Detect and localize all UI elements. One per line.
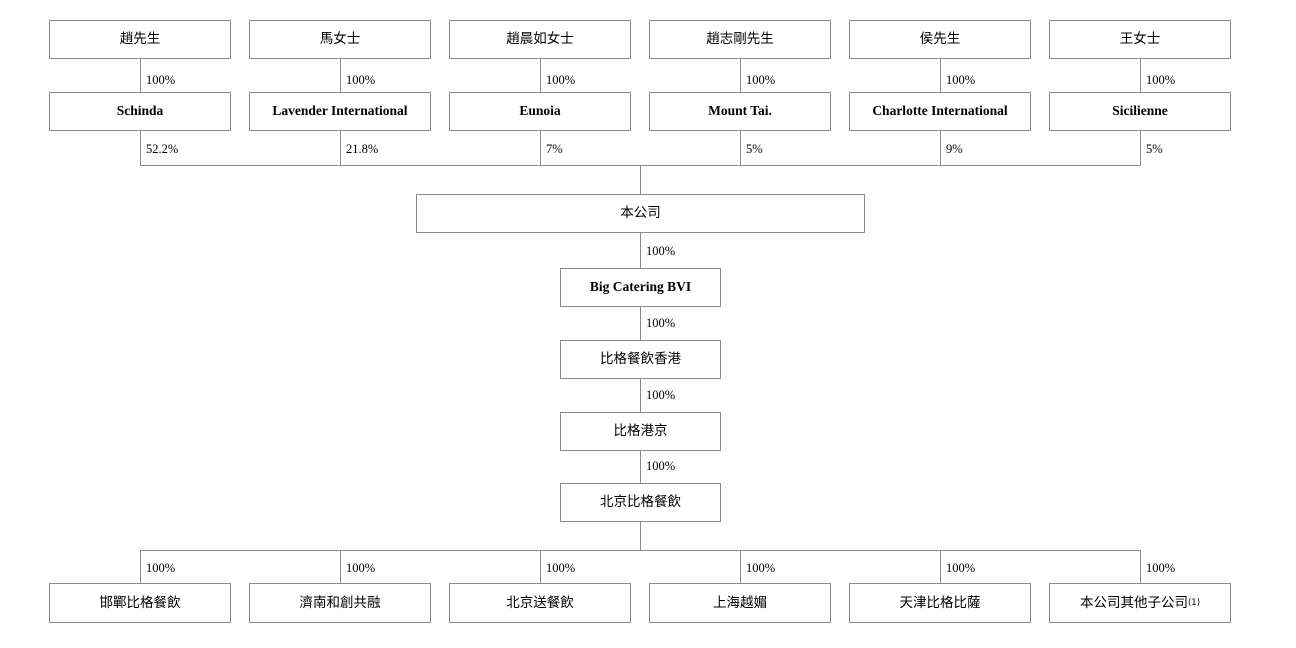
pct-shareholder-6: 100% <box>1146 73 1176 87</box>
vehicle-box-2: Lavender International <box>249 92 431 131</box>
subsidiary-6-label: 本公司其他子公司 <box>1079 594 1188 611</box>
vehicle-box-3: Eunoia <box>449 92 631 131</box>
chain-box-3: 比格港京 <box>560 412 721 451</box>
connector-vehicle-1 <box>140 131 141 165</box>
vehicle-box-1: Schinda <box>49 92 231 131</box>
subsidiary-box-5: 天津比格比薩 <box>849 583 1031 623</box>
subsidiary-6-footnote-marker: (1) <box>1187 597 1201 608</box>
pct-vehicle-6: 5% <box>1146 142 1163 156</box>
subsidiary-box-1: 邯鄲比格餐飲 <box>49 583 231 623</box>
connector-shareholder-4 <box>740 59 741 92</box>
connector-subsidiary-1 <box>140 550 141 583</box>
connector-chain-1-2 <box>640 307 641 340</box>
connector-subsidiary-6 <box>1140 550 1141 583</box>
company-box: 本公司 <box>416 194 865 233</box>
connector-shareholder-5 <box>940 59 941 92</box>
connector-shareholder-6 <box>1140 59 1141 92</box>
connector-vehicle-5 <box>940 131 941 165</box>
shareholder-box-3: 趙晨如女士 <box>449 20 631 59</box>
vehicle-box-4: Mount Tai. <box>649 92 831 131</box>
pct-company-to-bvi: 100% <box>646 244 676 258</box>
shareholder-box-4: 趙志剛先生 <box>649 20 831 59</box>
bus-bar-subsidiaries <box>140 550 1141 551</box>
connector-vehicle-4 <box>740 131 741 165</box>
shareholder-box-1: 趙先生 <box>49 20 231 59</box>
connector-chain-2-3 <box>640 379 641 412</box>
pct-vehicle-4: 5% <box>746 142 763 156</box>
connector-vehicle-3 <box>540 131 541 165</box>
pct-vehicle-3: 7% <box>546 142 563 156</box>
pct-vehicle-2: 21.8% <box>346 142 379 156</box>
connector-company-to-bvi <box>640 233 641 268</box>
subsidiary-box-3: 北京送餐飲 <box>449 583 631 623</box>
vehicle-box-5: Charlotte International <box>849 92 1031 131</box>
pct-shareholder-2: 100% <box>346 73 376 87</box>
connector-shareholder-2 <box>340 59 341 92</box>
shareholder-box-6: 王女士 <box>1049 20 1231 59</box>
subsidiary-box-2: 濟南和創共融 <box>249 583 431 623</box>
pct-subsidiary-3: 100% <box>546 561 576 575</box>
pct-chain-1: 100% <box>646 316 676 330</box>
pct-chain-3: 100% <box>646 459 676 473</box>
chain-box-1: Big Catering BVI <box>560 268 721 307</box>
connector-chain-3-4 <box>640 451 641 483</box>
shareholder-box-5: 侯先生 <box>849 20 1031 59</box>
pct-subsidiary-4: 100% <box>746 561 776 575</box>
pct-shareholder-5: 100% <box>946 73 976 87</box>
subsidiary-box-6: 本公司其他子公司(1) <box>1049 583 1231 623</box>
pct-subsidiary-5: 100% <box>946 561 976 575</box>
pct-vehicle-5: 9% <box>946 142 963 156</box>
pct-shareholder-3: 100% <box>546 73 576 87</box>
pct-subsidiary-1: 100% <box>146 561 176 575</box>
connector-bus-to-company <box>640 165 641 194</box>
pct-subsidiary-6: 100% <box>1146 561 1176 575</box>
connector-shareholder-1 <box>140 59 141 92</box>
connector-subsidiary-5 <box>940 550 941 583</box>
vehicle-box-6: Sicilienne <box>1049 92 1231 131</box>
connector-subsidiary-3 <box>540 550 541 583</box>
subsidiary-box-4: 上海越媚 <box>649 583 831 623</box>
connector-chain-to-bus <box>640 522 641 550</box>
pct-vehicle-1: 52.2% <box>146 142 179 156</box>
pct-subsidiary-2: 100% <box>346 561 376 575</box>
pct-shareholder-4: 100% <box>746 73 776 87</box>
connector-shareholder-3 <box>540 59 541 92</box>
pct-chain-2: 100% <box>646 388 676 402</box>
connector-subsidiary-4 <box>740 550 741 583</box>
pct-shareholder-1: 100% <box>146 73 176 87</box>
chain-box-4: 北京比格餐飲 <box>560 483 721 522</box>
chain-box-2: 比格餐飲香港 <box>560 340 721 379</box>
connector-vehicle-6 <box>1140 131 1141 165</box>
shareholder-box-2: 馬女士 <box>249 20 431 59</box>
connector-vehicle-2 <box>340 131 341 165</box>
connector-subsidiary-2 <box>340 550 341 583</box>
